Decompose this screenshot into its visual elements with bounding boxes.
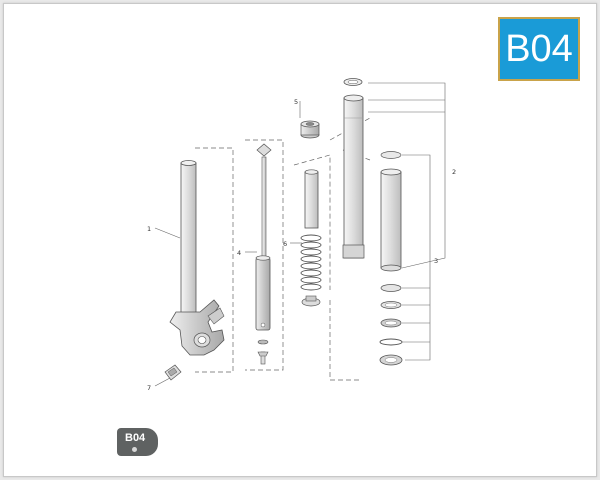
upper-fork-tube-2: [342, 78, 365, 259]
diagram-frame: [3, 3, 597, 477]
lower-fork-leg: [169, 160, 225, 356]
spring-seat: [301, 295, 321, 307]
seals-and-bushings: [379, 284, 403, 366]
callout-4: 4: [237, 249, 241, 257]
damper-rod-4: [255, 143, 272, 365]
spacer-tube-6: [304, 169, 319, 229]
inner-tube-3: [380, 151, 402, 272]
spring-6: [300, 234, 322, 291]
section-badge: B04: [498, 17, 580, 81]
callout-7: 7: [147, 384, 151, 392]
callout-labels: 1 2 3 4 5 6 7: [147, 98, 456, 392]
bolt-small-7: [164, 364, 182, 381]
leader-lines: [154, 82, 446, 387]
page-tag-dot-icon: [132, 447, 137, 452]
callout-5: 5: [294, 98, 298, 106]
callout-6: 6: [283, 240, 287, 248]
callout-3: 3: [434, 257, 438, 265]
page-tag-label: B04: [125, 432, 146, 444]
page-tag[interactable]: B04: [117, 428, 158, 456]
callout-1: 1: [147, 225, 151, 233]
callout-2: 2: [452, 168, 456, 176]
top-cap-5: [300, 120, 320, 139]
